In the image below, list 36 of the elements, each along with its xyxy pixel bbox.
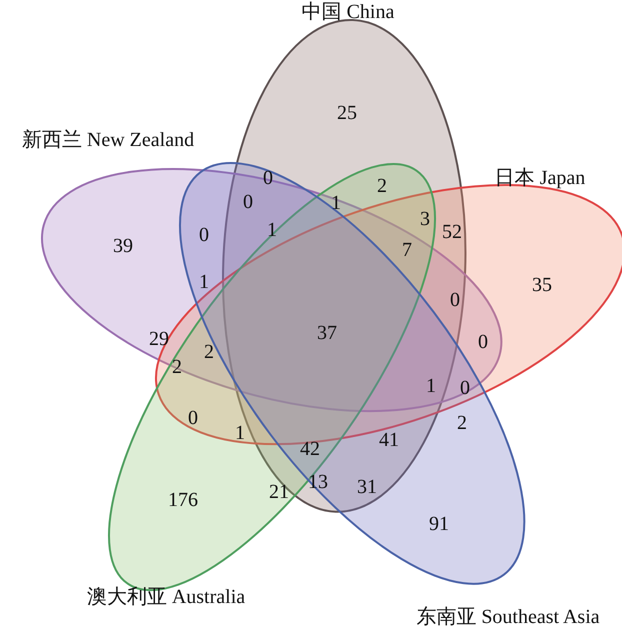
- region-count: 31: [357, 477, 377, 497]
- region-count: 0: [460, 378, 470, 398]
- region-count: 0: [243, 192, 253, 212]
- region-count: 2: [172, 357, 182, 377]
- region-count: 0: [188, 408, 198, 428]
- region-count: 35: [532, 275, 552, 295]
- region-count: 3: [420, 209, 430, 229]
- region-count: 0: [199, 225, 209, 245]
- region-count: 0: [450, 290, 460, 310]
- region-count: 0: [478, 332, 488, 352]
- region-count: 1: [426, 376, 436, 396]
- region-count: 1: [331, 193, 341, 213]
- region-count: 7: [402, 240, 412, 260]
- region-count: 2: [377, 176, 387, 196]
- set-label: 日本 Japan: [494, 168, 586, 188]
- region-count: 176: [168, 490, 198, 510]
- region-count: 52: [442, 222, 462, 242]
- set-label: 中国 China: [302, 2, 394, 22]
- region-count: 29: [149, 329, 169, 349]
- region-count: 41: [379, 430, 399, 450]
- region-count: 37: [317, 323, 337, 343]
- set-label: 东南亚 Southeast Asia: [416, 606, 600, 627]
- set-label: 新西兰 New Zealand: [22, 130, 194, 150]
- region-count: 39: [113, 236, 133, 256]
- region-count: 25: [337, 103, 357, 123]
- region-count: 2: [204, 342, 214, 362]
- region-count: 1: [199, 272, 209, 292]
- region-count: 42: [300, 439, 320, 459]
- region-count: 13: [308, 472, 328, 492]
- region-count: 1: [267, 220, 277, 240]
- region-count: 91: [429, 514, 449, 534]
- region-count: 2: [457, 413, 467, 433]
- region-count: 21: [269, 482, 289, 502]
- set-label: 澳大利亚 Australia: [86, 586, 246, 607]
- region-count: 1: [235, 423, 245, 443]
- region-count: 0: [263, 168, 273, 188]
